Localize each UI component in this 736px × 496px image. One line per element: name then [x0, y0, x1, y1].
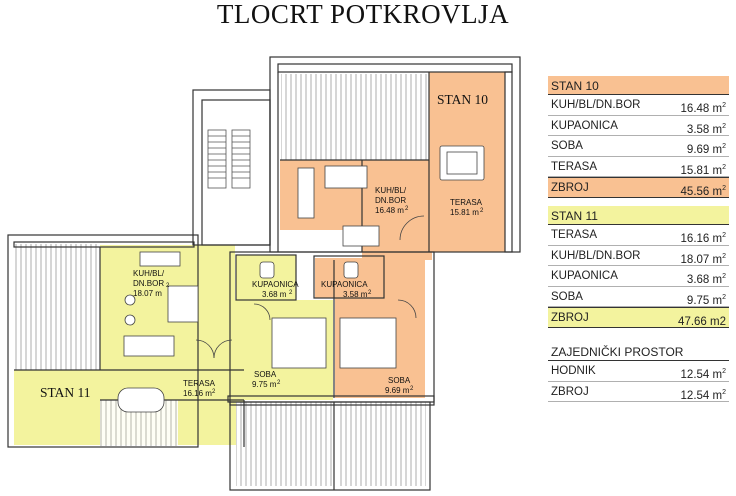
- stan11-header: STAN 11: [548, 205, 729, 225]
- stan10-row-name: KUPAONICA: [551, 119, 618, 132]
- soba11-sq: 2: [277, 380, 281, 386]
- area-table: STAN 10 KUH/BL/DN.BOR 16.48 m2 KUPAONICA 3.…: [548, 76, 729, 403]
- stan10-row: SOBA 9.69 m2: [548, 136, 729, 157]
- zajednicki-row-value: 12.54 m2: [680, 388, 726, 402]
- stan10-total: ZBROJ 45.56 m2: [548, 177, 729, 198]
- kuh11-sq: 2: [166, 283, 170, 289]
- stan11-row: TERASA 16.16 m2: [548, 225, 729, 246]
- stan10-row-value: 9.69 m2: [686, 143, 726, 157]
- kuh11-name2: DN.BOR: [133, 279, 164, 288]
- stan10-total-value: 45.56 m2: [680, 185, 726, 199]
- zajednicki-row: HODNIK 12.54 m2: [548, 361, 729, 382]
- stan10-row: KUPAONICA 3.58 m2: [548, 116, 729, 137]
- kup10-area: 3.58 m: [343, 290, 368, 299]
- stan10-row-value: 3.58 m2: [686, 122, 726, 136]
- stan11-row: KUH/BL/DN.BOR 18.07 m2: [548, 246, 729, 267]
- kuh11-area: 18.07 m: [133, 289, 162, 298]
- stan10-row-value: 16.48 m2: [680, 102, 726, 115]
- stan10-row-value: 15.81 m2: [680, 163, 726, 177]
- zajednicki-row: ZBROJ 12.54 m2: [548, 382, 729, 403]
- terasa11-area: 16.16 m: [183, 389, 212, 398]
- stan11-total-name: ZBROJ: [551, 312, 589, 325]
- stan10-row-name: KUH/BL/DN.BOR: [551, 99, 641, 111]
- soba11-name: SOBA: [254, 370, 277, 379]
- terasa10-sq: 2: [480, 208, 484, 214]
- stan10-row: KUH/BL/DN.BOR 16.48 m2: [548, 95, 729, 116]
- zajednicki-row-name: ZBROJ: [551, 385, 589, 398]
- stan11-total: ZBROJ 47.66 m2: [548, 307, 729, 328]
- stan10-label: STAN 10: [437, 92, 488, 107]
- kuh10-sq: 2: [405, 206, 409, 212]
- soba10-sq: 2: [410, 386, 414, 392]
- soba10-area: 9.69 m: [385, 386, 410, 395]
- kup11-name: KUPAONICA: [252, 280, 299, 289]
- stan11-row-value: 9.75 m2: [686, 293, 726, 307]
- furniture: [117, 145, 485, 413]
- kup11-sq: 2: [289, 290, 293, 296]
- kup10-name: KUPAONICA: [321, 280, 368, 289]
- terasa11-name: TERASA: [183, 379, 216, 388]
- hatched-areas: [14, 74, 427, 486]
- kuh10-name2: DN.BOR: [375, 196, 406, 205]
- stan10-row-name: TERASA: [551, 160, 598, 173]
- stan10-header: STAN 10: [548, 76, 729, 95]
- stan10-total-name: ZBROJ: [551, 182, 589, 195]
- stan11-row-name: KUH/BL/DN.BOR: [551, 249, 641, 262]
- kuh10-name: KUH/BL/: [375, 186, 407, 195]
- soba10-name: SOBA: [388, 376, 411, 385]
- kup10-sq: 2: [368, 290, 372, 296]
- stan11-label: STAN 11: [40, 385, 91, 400]
- walls: [7, 56, 521, 491]
- terasa10-area: 15.81 m: [450, 208, 479, 217]
- page-title-wrap: TLOCRT POTKROVLJA: [0, 0, 736, 31]
- terasa11-sq: 2: [212, 389, 216, 395]
- stan10-row: TERASA 15.81 m2: [548, 157, 729, 178]
- kuh10-area: 16.48 m: [375, 206, 404, 215]
- stan10-row-name: SOBA: [551, 140, 583, 153]
- zajednicki-rows: HODNIK 12.54 m2 ZBROJ 12.54 m2: [548, 361, 729, 403]
- stan11-row-value: 18.07 m2: [680, 252, 726, 266]
- kuh11-name: KUH/BL/: [133, 269, 165, 278]
- floor-plan: STAN 10 STAN 11 KUH/BL/ DN.BOR 16.48 m 2…: [7, 56, 521, 491]
- stan11-row-name: TERASA: [551, 228, 598, 241]
- staircase: [207, 129, 251, 189]
- doors: [195, 215, 425, 359]
- soba11-area: 9.75 m: [252, 380, 277, 389]
- terasa10-name: TERASA: [450, 198, 483, 207]
- zajednicki-row-name: HODNIK: [551, 364, 596, 377]
- page-title: TLOCRT POTKROVLJA: [216, 0, 510, 29]
- zajednicki-row-value: 12.54 m2: [680, 367, 726, 381]
- stan11-row-value: 16.16 m2: [680, 231, 726, 245]
- stan11-row: KUPAONICA 3.68 m2: [548, 266, 729, 287]
- stan11-total-value: 47.66 m2: [678, 316, 726, 329]
- zajednicki-header: ZAJEDNIČKI PROSTOR: [548, 342, 729, 361]
- stan11-row-value: 3.68 m2: [686, 273, 726, 286]
- stan11-row-name: KUPAONICA: [551, 270, 618, 283]
- kup11-area: 3.68 m: [262, 290, 287, 299]
- stan11-row-name: SOBA: [551, 290, 583, 303]
- stan11-row: SOBA 9.75 m2: [548, 287, 729, 308]
- plan-labels: STAN 10 STAN 11 KUH/BL/ DN.BOR 16.48 m 2…: [40, 92, 488, 400]
